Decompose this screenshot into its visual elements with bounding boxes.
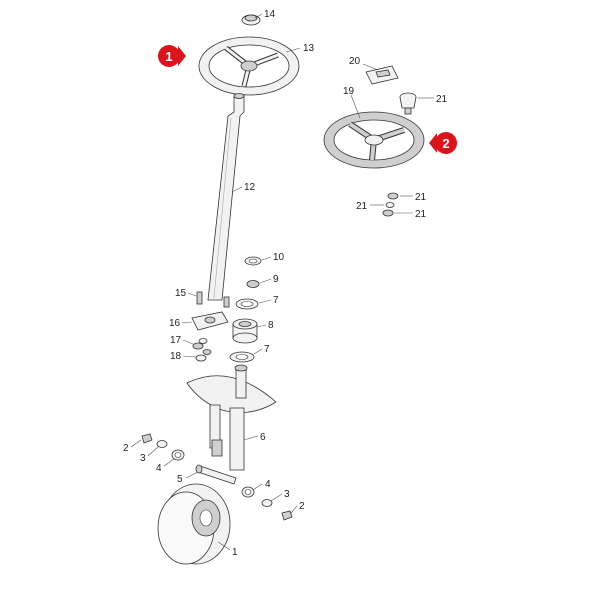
callout-21-left: 21: [356, 201, 368, 212]
bearing-part-7-upper: [235, 298, 259, 310]
callout-7-upper: 7: [273, 295, 279, 306]
callout-7-lower: 7: [264, 344, 270, 355]
nut-part-2-right: [281, 510, 293, 521]
callout-19: 19: [343, 86, 355, 97]
callout-15: 15: [175, 288, 187, 299]
steering-wheel-part-13: [198, 36, 300, 96]
spacer-part-4-right: [241, 486, 255, 498]
wheel-part-1: [157, 483, 231, 565]
bearing-part-7-lower: [229, 351, 255, 363]
knob-part-21: [399, 92, 417, 115]
callout-9: 9: [273, 274, 279, 285]
callout-1: 1: [232, 547, 238, 558]
callout-4-right: 4: [265, 479, 271, 490]
fork-part-6: [186, 364, 277, 471]
washer-part-10: [244, 256, 262, 266]
axle-bolt-part-5: [195, 464, 237, 485]
marker-2: 2: [429, 132, 457, 154]
steering-wheel-part-19: [323, 111, 425, 169]
callout-21-knob: 21: [436, 94, 448, 105]
marker-1: 1: [158, 45, 186, 67]
callout-2-right: 2: [299, 501, 305, 512]
callout-4-left: 4: [156, 463, 162, 474]
callout-5: 5: [177, 474, 183, 485]
washer-part-3-left: [156, 440, 168, 448]
washer-part-9: [246, 280, 260, 288]
callout-3-right: 3: [284, 489, 290, 500]
nut-part-2-left: [141, 433, 153, 444]
callout-10: 10: [273, 252, 285, 263]
callout-20: 20: [349, 56, 361, 67]
callout-18: 18: [170, 351, 182, 362]
marker-2-label: 2: [442, 136, 449, 151]
cover-part-20: [365, 65, 399, 85]
callout-12: 12: [244, 182, 256, 193]
callout-21-lower: 21: [415, 209, 427, 220]
mount-plate-part-16: [191, 311, 229, 331]
bushing-part-8: [232, 318, 258, 344]
callout-14: 14: [264, 9, 276, 20]
marker-1-label: 1: [165, 49, 172, 64]
callout-6: 6: [260, 432, 266, 443]
bolt-part-15: [196, 291, 230, 308]
washer-part-3-right: [261, 499, 273, 507]
callout-13: 13: [303, 43, 315, 54]
callout-labels: 14 13 20 19 21 21 21 21 12 10 9 7 8 7 15…: [123, 9, 448, 558]
callout-16: 16: [169, 318, 181, 329]
callout-2-left: 2: [123, 443, 129, 454]
callout-3-left: 3: [140, 453, 146, 464]
callout-8: 8: [268, 320, 274, 331]
steering-column-part-12: [207, 93, 245, 301]
spacer-part-4-left: [171, 449, 185, 461]
hardware-part-21: [382, 192, 399, 217]
leader-lines: [130, 13, 434, 551]
callout-21-upper: 21: [415, 192, 427, 203]
nut-part-18: [195, 349, 212, 362]
nut-part-17: [192, 338, 208, 350]
callout-17: 17: [170, 335, 182, 346]
